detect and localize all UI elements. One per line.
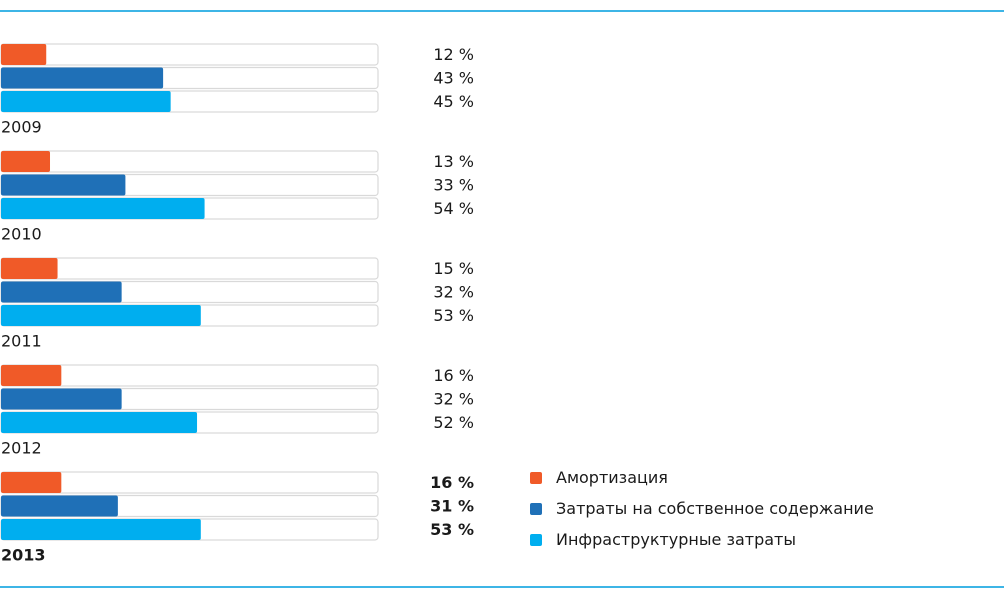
value-label-2010-own-maintenance: 33 % (433, 176, 474, 195)
value-label-2012-amortization: 16 % (433, 366, 474, 385)
bar-2013-own-maintenance (1, 495, 118, 517)
value-label-2009-infrastructure: 45 % (433, 92, 474, 111)
value-label-2011-amortization: 15 % (433, 259, 474, 278)
year-label-2010: 2010 (1, 225, 42, 244)
bar-2009-amortization (1, 44, 47, 65)
bar-2012-own-maintenance (1, 388, 122, 410)
value-label-2010-infrastructure: 54 % (433, 199, 474, 218)
bar-2011-amortization (1, 258, 58, 279)
legend-item-amortization: Амортизация (530, 462, 874, 493)
bar-2009-infrastructure (1, 91, 171, 112)
value-label-2012-own-maintenance: 32 % (433, 390, 474, 409)
bar-2012-infrastructure (1, 412, 198, 433)
year-label-2013: 2013 (1, 546, 46, 565)
year-label-2011: 2011 (1, 332, 42, 351)
value-label-2013-own-maintenance: 31 % (430, 497, 474, 516)
value-label-2013-infrastructure: 53 % (430, 520, 474, 539)
value-label-2011-infrastructure: 53 % (433, 306, 474, 325)
legend-label-own-maintenance: Затраты на собственное содержание (556, 499, 874, 518)
value-label-2012-infrastructure: 52 % (433, 413, 474, 432)
legend-swatch-infrastructure (530, 533, 542, 546)
top-rule (0, 10, 1004, 12)
bar-2011-own-maintenance (1, 281, 122, 303)
year-label-2012: 2012 (1, 439, 42, 458)
legend-swatch-own-maintenance (530, 502, 542, 515)
value-label-2013-amortization: 16 % (430, 473, 474, 492)
value-label-2009-amortization: 12 % (433, 45, 474, 64)
legend-swatch-amortization (530, 471, 542, 484)
year-label-2009: 2009 (1, 118, 42, 137)
legend-label-amortization: Амортизация (556, 468, 668, 487)
bar-2013-infrastructure (1, 519, 201, 540)
bar-2011-infrastructure (1, 305, 201, 326)
legend: Амортизация Затраты на собственное содер… (530, 462, 874, 555)
value-label-2011-own-maintenance: 32 % (433, 283, 474, 302)
bottom-rule (0, 586, 1004, 588)
value-label-2009-own-maintenance: 43 % (433, 69, 474, 88)
bar-2012-amortization (1, 365, 62, 386)
bar-2013-amortization (1, 472, 62, 493)
legend-label-infrastructure: Инфраструктурные затраты (556, 530, 796, 549)
bar-2010-own-maintenance (1, 174, 126, 196)
bar-2009-own-maintenance (1, 67, 164, 89)
bar-track-2009-amortization (0, 43, 379, 66)
value-label-2010-amortization: 13 % (433, 152, 474, 171)
legend-item-own-maintenance: Затраты на собственное содержание (530, 493, 874, 524)
bar-2010-infrastructure (1, 198, 205, 219)
legend-item-infrastructure: Инфраструктурные затраты (530, 524, 874, 555)
bar-2010-amortization (1, 151, 51, 172)
bar-track-2010-amortization (0, 150, 379, 173)
